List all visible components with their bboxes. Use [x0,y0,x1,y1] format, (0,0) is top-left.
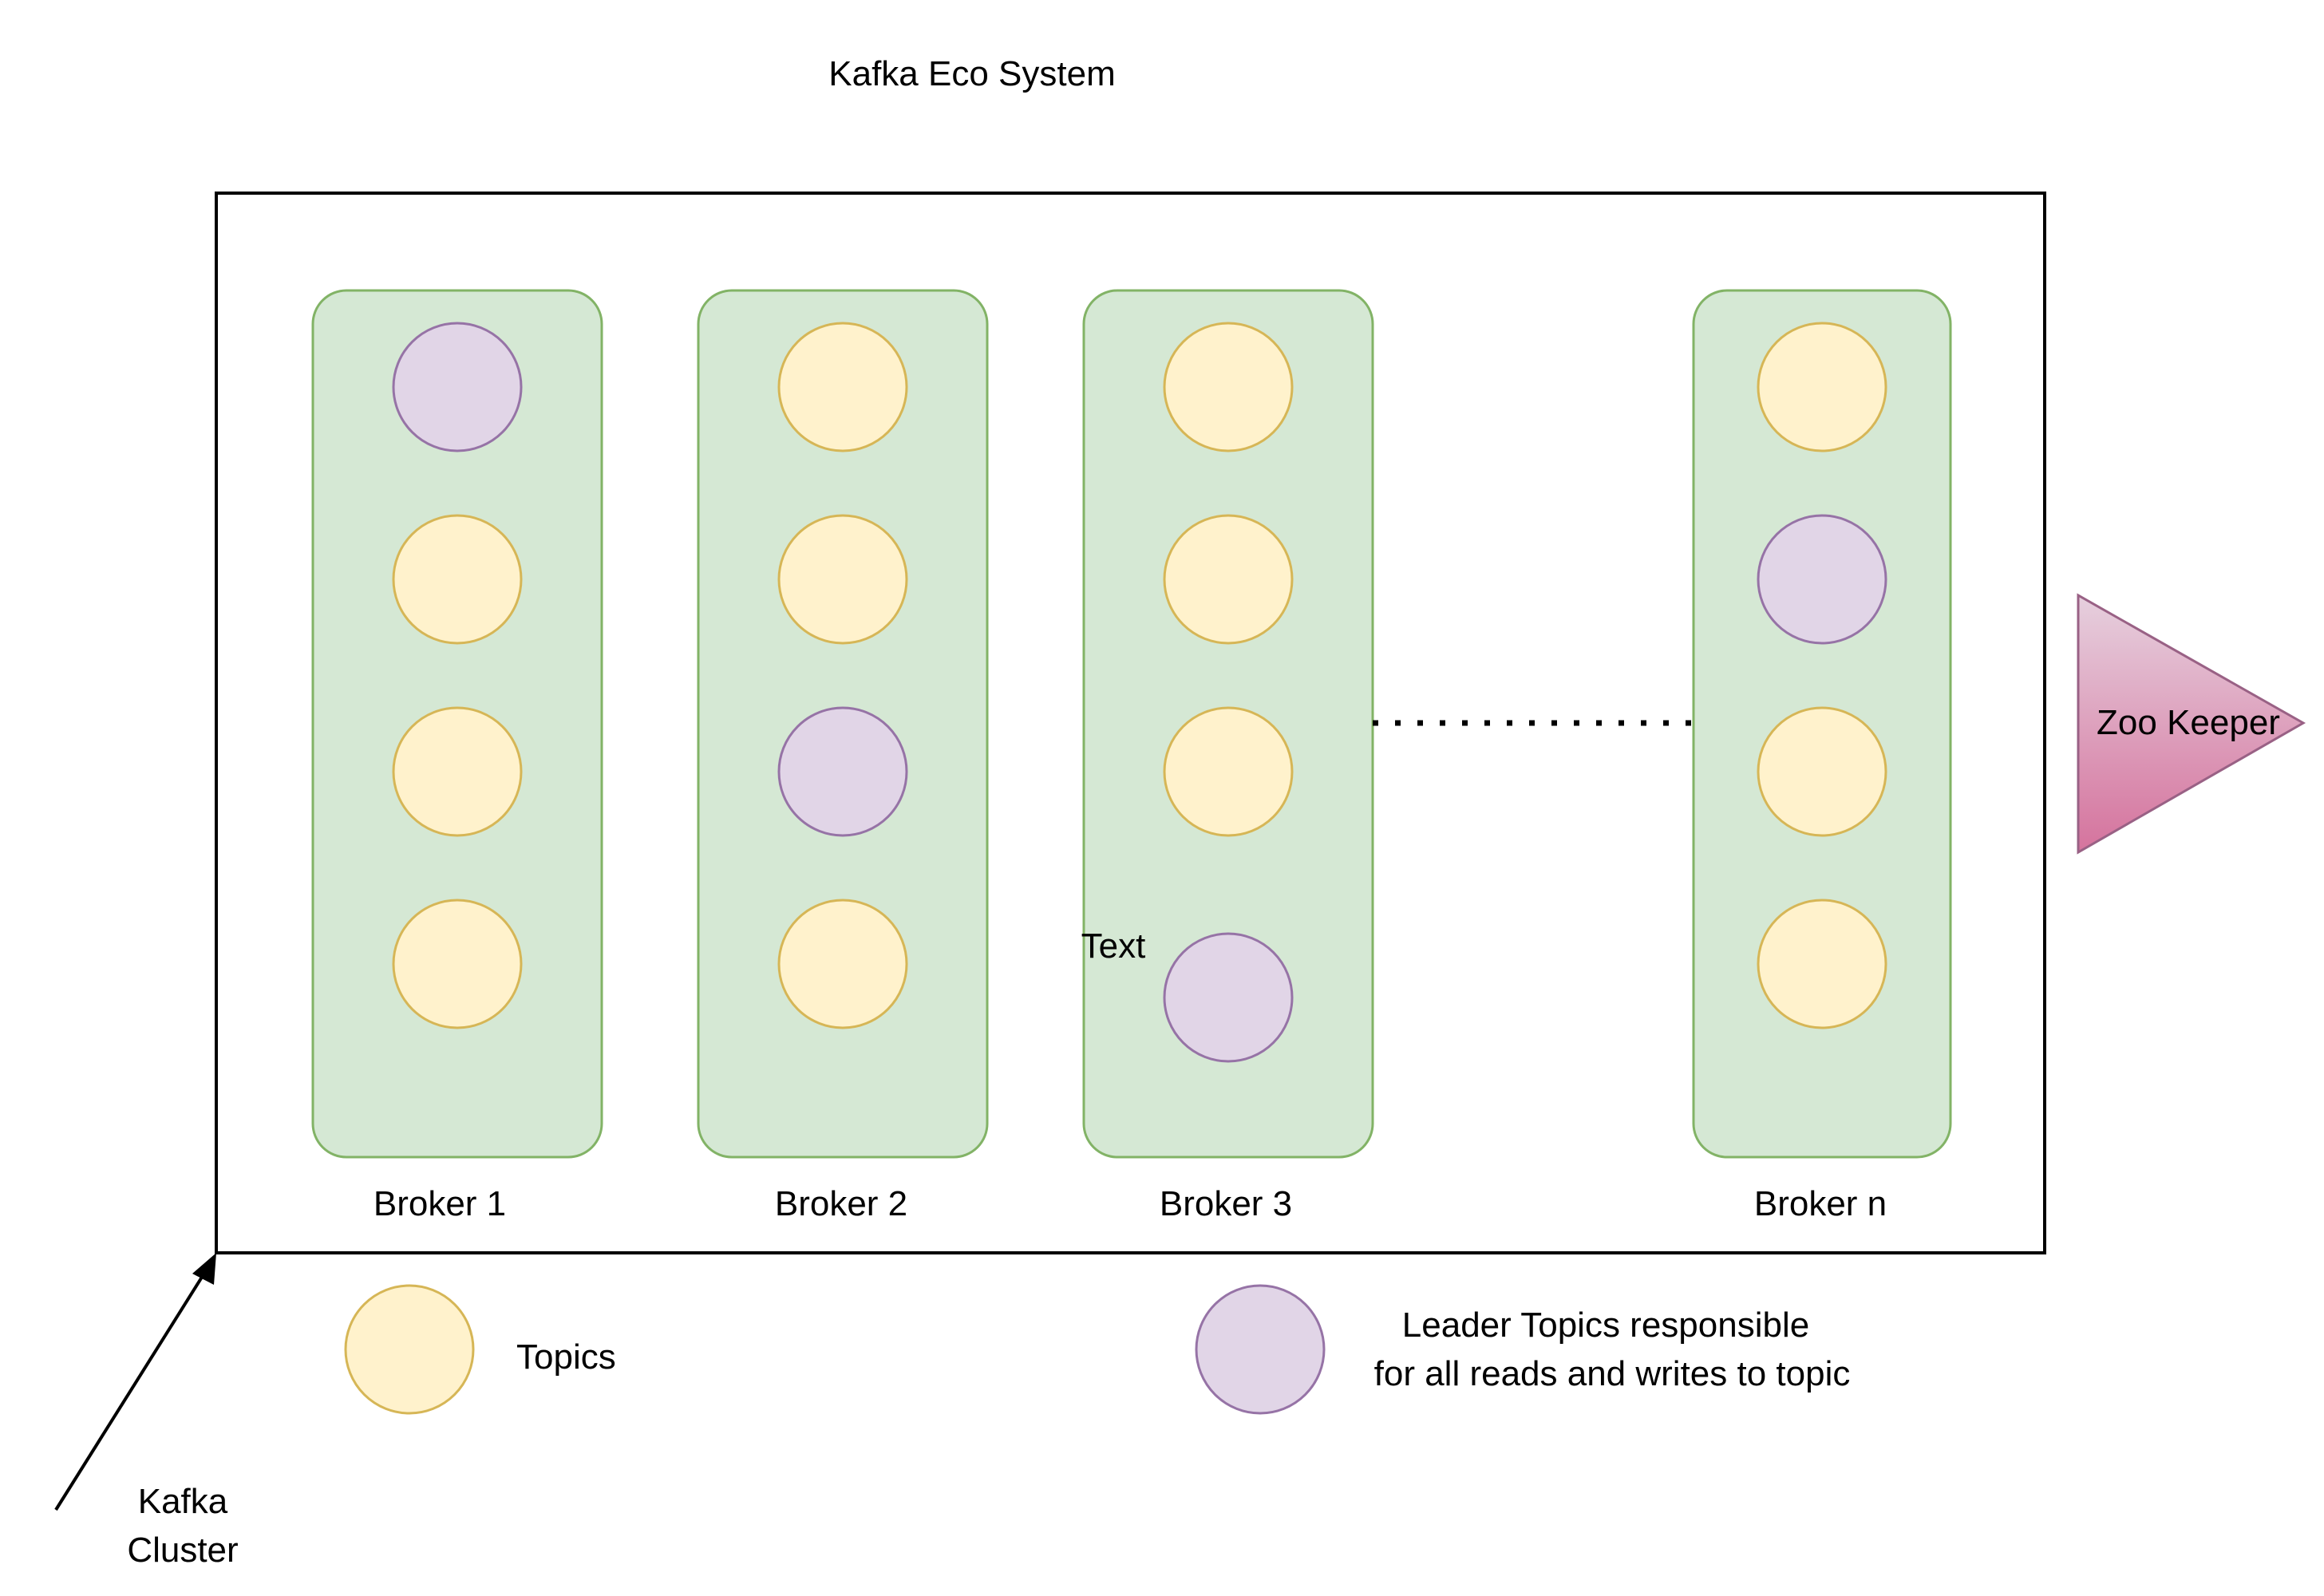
broker-label: Broker 1 [374,1184,506,1223]
zookeeper-triangle [2077,593,2306,855]
cluster-pointer-arrow-line [54,1264,211,1511]
brokers-layer: Broker 1 Broker 2 Broker 3 Broker n [311,289,1952,1223]
topic-node [1163,322,1294,452]
topic-node [1757,322,1887,452]
broker-4: Broker n [1692,289,1952,1223]
legend-topic-swatch [344,1284,475,1415]
legend-leader-label-line1: Leader Topics responsible [1402,1306,1809,1345]
topic-node [392,706,523,837]
legend-topic-label: Topics [516,1337,616,1377]
topic-node [1163,706,1294,837]
cluster-label-line2: Cluster [127,1531,238,1570]
stray-text-label: Text [1081,926,1146,966]
broker-label: Broker 3 [1160,1184,1292,1223]
topic-node [392,514,523,645]
topic-node [1757,706,1887,837]
topic-node [777,514,908,645]
topic-node [392,899,523,1029]
leader-topic-node [777,706,908,837]
legend-leader-label-line2: for all reads and writes to topic [1374,1354,1851,1393]
zookeeper-label: Zoo Keeper [2097,703,2280,742]
topic-node [777,322,908,452]
cluster-label-line1: Kafka [138,1482,228,1521]
topic-node [777,899,908,1029]
leader-topic-node [1163,932,1294,1063]
topic-node [1757,899,1887,1029]
topic-node [1163,514,1294,645]
leader-topic-node [392,322,523,452]
cluster-boundary [215,192,2046,1254]
cluster-pointer-arrowhead-icon [192,1253,216,1285]
broker-2: Broker 2 [697,289,989,1223]
broker-1: Broker 1 [311,289,603,1223]
broker-label: Broker 2 [775,1184,907,1223]
legend-leader-swatch [1195,1284,1326,1415]
broker-3: Broker 3 [1082,289,1374,1223]
leader-topic-node [1757,514,1887,645]
diagram-title: Kafka Eco System [828,54,1115,93]
broker-label: Broker n [1754,1184,1887,1223]
